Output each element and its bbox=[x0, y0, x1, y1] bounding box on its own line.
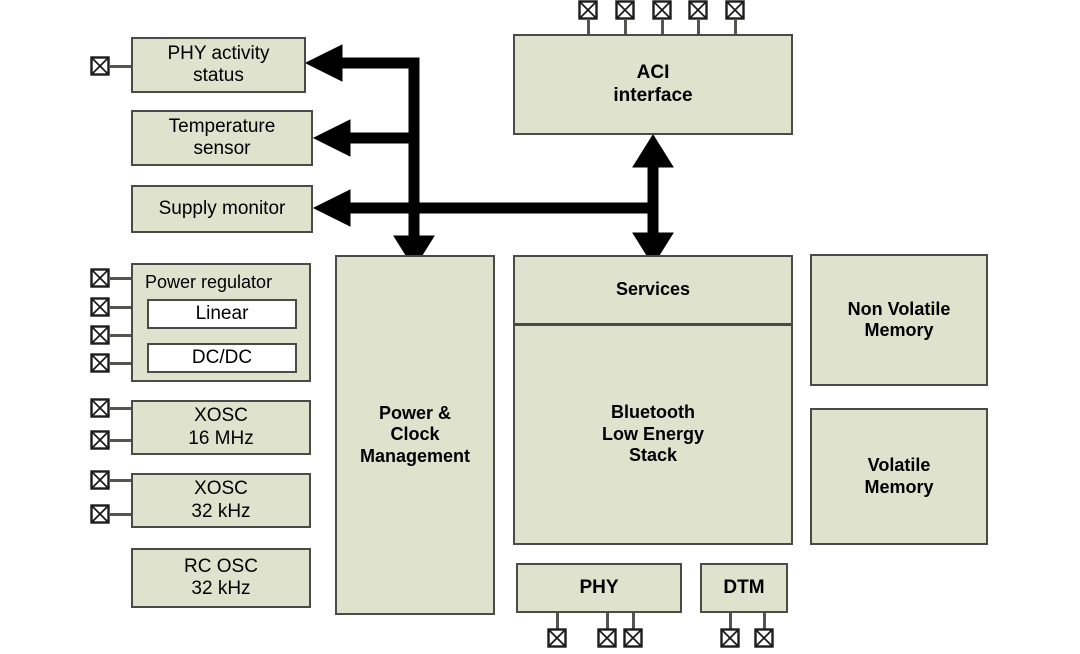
pad-cross-icon-aci-2[interactable] bbox=[615, 0, 635, 20]
lead-aci-2 bbox=[624, 20, 627, 36]
lead-aci-3 bbox=[661, 20, 664, 36]
pad-cross-icon-power-regulator-1[interactable] bbox=[90, 268, 110, 288]
lead-dtm-1 bbox=[729, 613, 732, 629]
block-aci-interface[interactable]: ACI interface bbox=[513, 34, 793, 135]
block-phy[interactable]: PHY bbox=[516, 563, 682, 613]
pad-cross-icon-aci-4[interactable] bbox=[688, 0, 708, 20]
pad-cross-icon-xosc16-2[interactable] bbox=[90, 430, 110, 450]
block-non-volatile-memory[interactable]: Non Volatile Memory bbox=[810, 254, 988, 386]
trunk-vertical-line bbox=[408, 57, 420, 259]
power-regulator-label: Power regulator bbox=[145, 272, 273, 292]
subblock-linear[interactable]: Linear bbox=[147, 299, 297, 329]
dtm-label: DTM bbox=[723, 576, 765, 598]
block-volatile-memory[interactable]: Volatile Memory bbox=[810, 408, 988, 545]
xosc-16mhz-line1: XOSC bbox=[194, 405, 248, 427]
subblock-dcdc[interactable]: DC/DC bbox=[147, 343, 297, 373]
aci-interface-line1: ACI bbox=[636, 62, 670, 84]
pad-cross-icon-phy-activity[interactable] bbox=[90, 56, 110, 76]
volatile-memory-line1: Volatile bbox=[867, 455, 931, 476]
branch-supply-monitor-line bbox=[337, 202, 659, 214]
power-clock-management-line1: Power & bbox=[378, 403, 452, 424]
block-services[interactable]: Services bbox=[515, 257, 791, 323]
branch-phy-activity-line bbox=[329, 57, 415, 69]
aci-interface-line2: interface bbox=[613, 84, 693, 106]
pad-cross-icon-aci-5[interactable] bbox=[725, 0, 745, 20]
pad-cross-icon-xosc32-2[interactable] bbox=[90, 504, 110, 524]
pad-cross-icon-dtm-2[interactable] bbox=[754, 628, 774, 648]
xosc-32khz-line2: 32 kHz bbox=[191, 500, 251, 522]
pad-cross-icon-phy-1[interactable] bbox=[547, 628, 567, 648]
non-volatile-memory-line2: Memory bbox=[864, 320, 934, 340]
lead-power-regulator-2 bbox=[110, 306, 134, 309]
lead-phy-2 bbox=[606, 613, 609, 629]
lead-aci-5 bbox=[734, 20, 737, 36]
linear-label: Linear bbox=[195, 302, 249, 324]
phy-activity-status-line1: PHY activity bbox=[167, 42, 270, 64]
lead-xosc32-2 bbox=[110, 513, 134, 516]
pad-cross-icon-aci-1[interactable] bbox=[578, 0, 598, 20]
lead-xosc16-2 bbox=[110, 439, 134, 442]
lead-dtm-2 bbox=[763, 613, 766, 629]
arrowhead-aci-up bbox=[632, 134, 674, 168]
services-label: Services bbox=[615, 279, 691, 300]
lead-phy-3 bbox=[632, 613, 635, 629]
lead-aci-1 bbox=[587, 20, 590, 36]
block-phy-activity-status[interactable]: PHY activity status bbox=[131, 37, 306, 93]
branch-temperature-line bbox=[337, 132, 415, 144]
block-rc-osc-32khz[interactable]: RC OSC 32 kHz bbox=[131, 548, 311, 608]
ble-stack-line3: Stack bbox=[628, 445, 678, 466]
lead-power-regulator-1 bbox=[110, 277, 134, 280]
lead-power-regulator-4 bbox=[110, 362, 134, 365]
pad-cross-icon-power-regulator-4[interactable] bbox=[90, 353, 110, 373]
lead-xosc32-1 bbox=[110, 479, 134, 482]
lead-power-regulator-3 bbox=[110, 334, 134, 337]
xosc-32khz-line1: XOSC bbox=[194, 478, 248, 500]
non-volatile-memory-line1: Non Volatile bbox=[847, 298, 951, 319]
phy-activity-status-line2: status bbox=[193, 65, 244, 86]
pad-cross-icon-dtm-1[interactable] bbox=[720, 628, 740, 648]
block-services-ble-container: Services Bluetooth Low Energy Stack bbox=[513, 255, 793, 545]
pad-cross-icon-phy-3[interactable] bbox=[623, 628, 643, 648]
pad-cross-icon-power-regulator-3[interactable] bbox=[90, 325, 110, 345]
pad-cross-icon-aci-3[interactable] bbox=[652, 0, 672, 20]
aci-services-vertical-line bbox=[647, 149, 659, 251]
block-supply-monitor[interactable]: Supply monitor bbox=[131, 185, 313, 233]
phy-label: PHY bbox=[579, 576, 619, 598]
block-ble-stack[interactable]: Bluetooth Low Energy Stack bbox=[515, 326, 791, 543]
power-clock-management-line3: Management bbox=[359, 445, 471, 466]
supply-monitor-label: Supply monitor bbox=[158, 197, 286, 219]
pad-cross-icon-phy-2[interactable] bbox=[597, 628, 617, 648]
lead-phy-activity bbox=[110, 65, 134, 68]
lead-xosc16-1 bbox=[110, 407, 134, 410]
ble-stack-line1: Bluetooth bbox=[611, 402, 695, 423]
pad-cross-icon-power-regulator-2[interactable] bbox=[90, 297, 110, 317]
services-ble-divider bbox=[515, 323, 791, 326]
lead-phy-1 bbox=[556, 613, 559, 629]
pad-cross-icon-xosc16-1[interactable] bbox=[90, 398, 110, 418]
temperature-sensor-line1: Temperature bbox=[168, 115, 276, 137]
xosc-16mhz-line2: 16 MHz bbox=[188, 427, 254, 449]
block-dtm[interactable]: DTM bbox=[700, 563, 788, 613]
temperature-sensor-line2: sensor bbox=[193, 138, 251, 159]
pad-cross-icon-xosc32-1[interactable] bbox=[90, 470, 110, 490]
rc-osc-32khz-line2: 32 kHz bbox=[191, 578, 251, 599]
power-clock-management-line2: Clock bbox=[390, 424, 440, 445]
block-xosc-16mhz[interactable]: XOSC 16 MHz bbox=[131, 400, 311, 455]
arrowhead-supply-monitor bbox=[312, 189, 351, 227]
block-xosc-32khz[interactable]: XOSC 32 kHz bbox=[131, 473, 311, 528]
rc-osc-32khz-line1: RC OSC bbox=[184, 555, 258, 577]
block-power-clock-management[interactable]: Power & Clock Management bbox=[335, 255, 495, 615]
lead-aci-4 bbox=[697, 20, 700, 36]
volatile-memory-line2: Memory bbox=[864, 476, 934, 497]
arrowhead-phy-activity bbox=[304, 44, 343, 82]
arrowhead-temperature bbox=[312, 119, 351, 157]
ble-stack-line2: Low Energy bbox=[601, 423, 704, 444]
block-temperature-sensor[interactable]: Temperature sensor bbox=[131, 110, 313, 166]
dcdc-label: DC/DC bbox=[191, 346, 253, 368]
block-power-regulator[interactable]: Power regulator Linear DC/DC bbox=[131, 263, 311, 382]
